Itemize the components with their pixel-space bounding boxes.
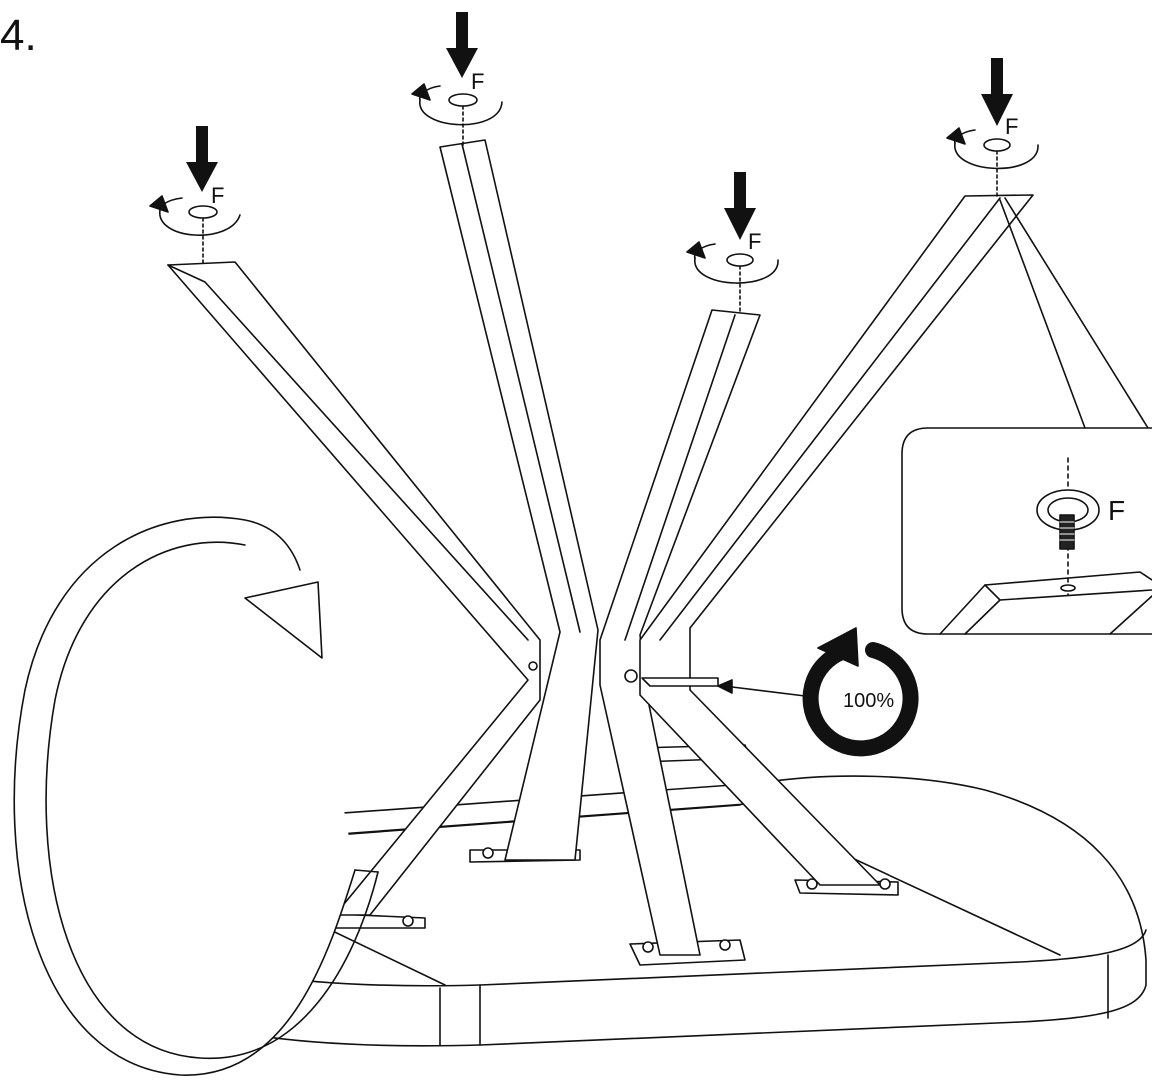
foot-label-2: F — [471, 69, 484, 94]
foot-glide-4 — [946, 58, 1039, 197]
table-legs — [167, 139, 1034, 956]
hex-key — [641, 677, 719, 687]
foot-label-1: F — [211, 183, 224, 208]
foot-glide-2 — [411, 12, 503, 149]
torque-label: 100% — [843, 690, 894, 712]
foot-label-4: F — [1005, 114, 1018, 139]
flip-arrow-icon — [13, 516, 379, 1076]
foot-label-3: F — [748, 229, 761, 254]
foot-glide-1 — [149, 126, 241, 266]
detail-callout — [901, 197, 1152, 635]
tighten-indicator — [717, 627, 919, 757]
detail-foot-label: F — [1108, 495, 1125, 526]
step-number: 4. — [0, 11, 37, 60]
foot-glide-3 — [686, 172, 779, 313]
foot-glides — [149, 12, 1039, 313]
